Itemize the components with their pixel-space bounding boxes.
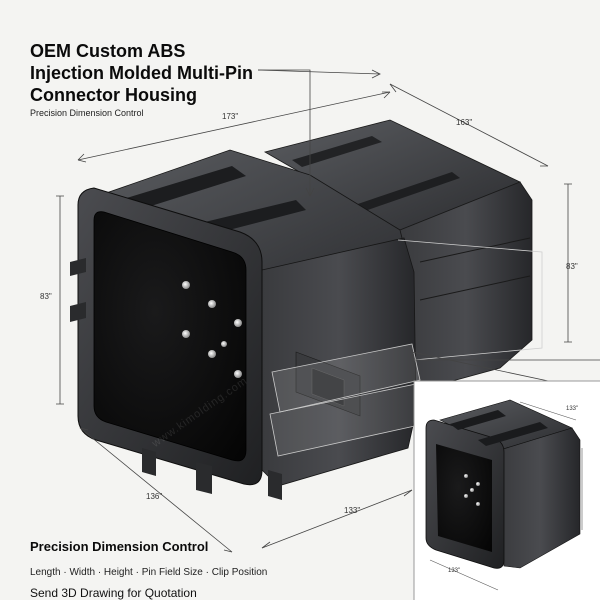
dim-bottom-length: 133" — [344, 506, 361, 515]
dim-top-depth: 163" — [456, 118, 473, 127]
dimension-lines — [56, 69, 600, 553]
connector-front-shell — [70, 149, 543, 500]
dim-bottom-width: 136" — [146, 492, 163, 501]
title-line-2: Injection Molded Multi-Pin — [30, 63, 253, 83]
dim-left-height: 83" — [40, 292, 52, 301]
pin-field — [182, 281, 242, 378]
connector-back-body — [263, 119, 533, 393]
feature-list: Length · Width · Height · Pin Field Size… — [30, 567, 268, 578]
title-line-1: OEM Custom ABS — [30, 41, 186, 61]
dim-inset-top: 133" — [566, 406, 579, 412]
dim-right-height: 83" — [566, 262, 578, 271]
section-title: Precision Dimension Control — [30, 539, 209, 554]
dim-top-length: 173" — [222, 112, 239, 121]
dim-inset-bottom: 133" — [448, 568, 461, 574]
quotation-cta: Send 3D Drawing for Quotation — [30, 586, 197, 600]
page-title: OEM Custom ABS Injection Molded Multi-Pi… — [30, 40, 350, 106]
title-line-3: Connector Housing — [30, 85, 197, 105]
subtitle: Precision Dimension Control — [30, 108, 144, 118]
inset-view — [413, 380, 600, 600]
